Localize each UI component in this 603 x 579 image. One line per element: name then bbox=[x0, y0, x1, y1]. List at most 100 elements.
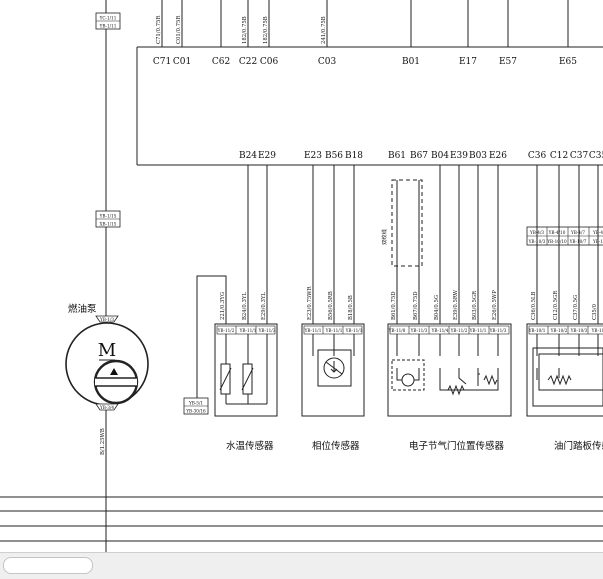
ecu-bottom-pin-label: C12 bbox=[550, 151, 568, 161]
sensor-connector-label: YB-11/3 bbox=[258, 328, 276, 333]
ecu-top-pin-label: C06 bbox=[260, 57, 279, 67]
pedal-upper-connector-label: YB-4/10 bbox=[548, 230, 566, 235]
ecu-bottom-pin-label: E23 bbox=[304, 151, 322, 161]
ecu-bottom-pin-label: B04 bbox=[431, 151, 449, 161]
sensor-connector-label: YB-11/3 bbox=[410, 328, 428, 333]
wiring-diagram: C71 C71/0.75R C01 C01/0.75R C62 C22 182/0.75B C… bbox=[0, 0, 603, 552]
pump-connector-top: YB-1/3 bbox=[99, 317, 114, 322]
coolant-side-connector-a: YB-5/1 bbox=[188, 401, 203, 406]
ecu-top-wire-label: 241/0.75B bbox=[321, 16, 327, 44]
fuel-pump-title: 燃油泵 bbox=[68, 303, 97, 315]
ecu-box bbox=[136, 46, 603, 166]
sensor-connector-label: YB-11/8 bbox=[388, 328, 406, 333]
sensor-connector-label: YB-11/1 bbox=[345, 328, 363, 333]
ecu-bottom-pin-label: B18 bbox=[345, 151, 363, 161]
sensor-wire-label: B61/0.75D bbox=[391, 292, 397, 320]
sensor-wire-label: E23/0.75WR bbox=[307, 285, 313, 320]
sensor-wire-label: E39/0.5RW bbox=[453, 289, 459, 320]
ecu-top-pin-label: C71 bbox=[153, 57, 171, 67]
pump-mid-connector: YB-1/15 XB-1/15 bbox=[95, 210, 121, 228]
coolant-side-connector: YB-5/1 YB-30/16 bbox=[183, 397, 209, 415]
ecu-bottom-pin-label: B67 bbox=[410, 151, 428, 161]
sensor-connector-labels: 221/0.3YG YB-11/2 B24/0.3YL YB-11/1 E29/0.3Y… bbox=[217, 285, 603, 333]
sensor-wire-label: B24/0.3YL bbox=[242, 292, 248, 320]
sensor-connector-label: YB-11/1 bbox=[469, 328, 487, 333]
pump-upper-connector-b: YB-1/11 bbox=[99, 24, 117, 29]
coolant-sensor-title: 水温传感器 bbox=[226, 440, 274, 452]
ecu-top-pin-label: E57 bbox=[499, 57, 517, 67]
sensor-wire-label: B04/0.5G bbox=[434, 295, 440, 320]
pump-upper-connector-a: YC-1/11 bbox=[99, 16, 117, 21]
sensor-wire-label: C37/0.5G bbox=[573, 295, 579, 320]
pump-connector-bottom: YB-3/4 bbox=[99, 405, 114, 410]
ecu-bottom-pin-label: C36 bbox=[528, 151, 547, 161]
sensor-connector-label: YB-11/1 bbox=[304, 328, 322, 333]
twisted-pair-label: 双绞线 bbox=[380, 228, 388, 245]
sensor-connector-label: YB-11/2 bbox=[450, 328, 468, 333]
pump-mid-connector-b: XB-1/15 bbox=[100, 222, 117, 227]
sensor-connector-label: YB-10 bbox=[591, 328, 603, 333]
ecu-bottom-pin-label: E29 bbox=[258, 151, 276, 161]
ecu-top-pin-label: C03 bbox=[318, 57, 337, 67]
sensor-wire-label: E26/0.5WP bbox=[492, 290, 498, 320]
phase-sensor bbox=[301, 323, 365, 417]
sensor-connector-label: YB-11/1 bbox=[325, 328, 343, 333]
pedal-upper-connector-label: YB-4/7 bbox=[570, 230, 585, 235]
pump-flow-arrow-icon bbox=[110, 368, 118, 375]
page-rules bbox=[0, 496, 603, 542]
pump-wire-label: B/1.25WB bbox=[100, 428, 106, 455]
ecu-bottom-pin-label: E39 bbox=[450, 151, 468, 161]
ecu-top-pin-label: C01 bbox=[173, 57, 191, 67]
sensor-connector-label: YB-11/3 bbox=[489, 328, 507, 333]
twisted-pair-shield bbox=[391, 179, 423, 267]
coolant-side-connector-b: YB-30/16 bbox=[185, 409, 206, 414]
pump-mid-connector-a: YB-1/15 bbox=[99, 214, 117, 219]
ecu-top-wire-label: 182/0.75B bbox=[242, 16, 248, 44]
ecu-bottom-pin-label: B61 bbox=[388, 151, 406, 161]
sensor-wire-label: B67/0.75D bbox=[413, 292, 419, 320]
ecu-bottom-pin-label: C35 bbox=[589, 151, 603, 161]
ecu-top-pins: C71 C71/0.75R C01 C01/0.75R C62 C22 182/0.75B C… bbox=[153, 0, 577, 67]
ecu-bottom-pin-label: B03 bbox=[469, 151, 487, 161]
ecu-top-pin-label: C62 bbox=[212, 57, 230, 67]
pedal-upper-connector-label: YB-10/7 bbox=[569, 239, 587, 244]
throttle-sensor-title: 电子节气门位置传感器 bbox=[409, 440, 505, 452]
ecu-bottom-pin-label: B24 bbox=[239, 151, 257, 161]
sensor-connector-label: YB-10/1 bbox=[528, 328, 546, 333]
phase-sensor-title: 相位传感器 bbox=[312, 440, 360, 452]
coolant-temp-sensor bbox=[196, 275, 278, 417]
sensor-connector-label: YB-11/1 bbox=[239, 328, 257, 333]
fuel-pump: 燃油泵 YB-1/3 M YB-3/4 B/1.25WB bbox=[65, 303, 149, 455]
pedal-upper-connector-label: YB-10/10 bbox=[546, 239, 567, 244]
sensor-connector-label: YB-10/2 bbox=[550, 328, 568, 333]
sensor-wire-label: C36/0.5LB bbox=[531, 291, 537, 320]
ecu-bottom-pin-label: E26 bbox=[489, 151, 507, 161]
pedal-upper-connectors bbox=[526, 226, 603, 246]
scrollbar-thumb[interactable] bbox=[3, 557, 93, 574]
sensor-wire-label: B03/0.5GR bbox=[472, 290, 478, 320]
motor-symbol: M bbox=[98, 340, 116, 361]
ecu-top-wire-label: C01/0.75R bbox=[176, 15, 182, 44]
horizontal-scrollbar[interactable] bbox=[0, 552, 603, 579]
ecu-top-pin-label: E65 bbox=[559, 57, 577, 67]
ecu-top-pin-label: E17 bbox=[459, 57, 477, 67]
ecu-top-wire-label: C71/0.75R bbox=[156, 15, 162, 44]
ecu-top-pin-label: C22 bbox=[239, 57, 257, 67]
sensor-connector-label: YB-11/4 bbox=[431, 328, 449, 333]
sensor-wire-label: B18/0.5B bbox=[348, 295, 354, 320]
sensor-wire-label: B56/0.5RB bbox=[328, 291, 334, 320]
ecu-bottom-pin-label: B56 bbox=[325, 151, 343, 161]
sensor-connector-label: YB-11/2 bbox=[217, 328, 235, 333]
sensor-wire-label: E29/0.3YL bbox=[261, 292, 267, 320]
sensor-wire-label: C12/0.5GR bbox=[553, 290, 559, 320]
ecu-top-wire-label: 182/0.75B bbox=[263, 16, 269, 44]
ecu-bottom-pin-label: C37 bbox=[570, 151, 589, 161]
pump-upper-connector: YC-1/11 YB-1/11 bbox=[95, 12, 121, 30]
sensor-wire-label: 221/0.3YG bbox=[220, 292, 226, 320]
pedal-sensor-title: 油门踏板传感 bbox=[554, 440, 603, 452]
sensor-wire-label: C35/0 bbox=[592, 303, 598, 320]
ecu-top-pin-label: B01 bbox=[402, 57, 420, 67]
pedal-sensor bbox=[526, 323, 603, 417]
